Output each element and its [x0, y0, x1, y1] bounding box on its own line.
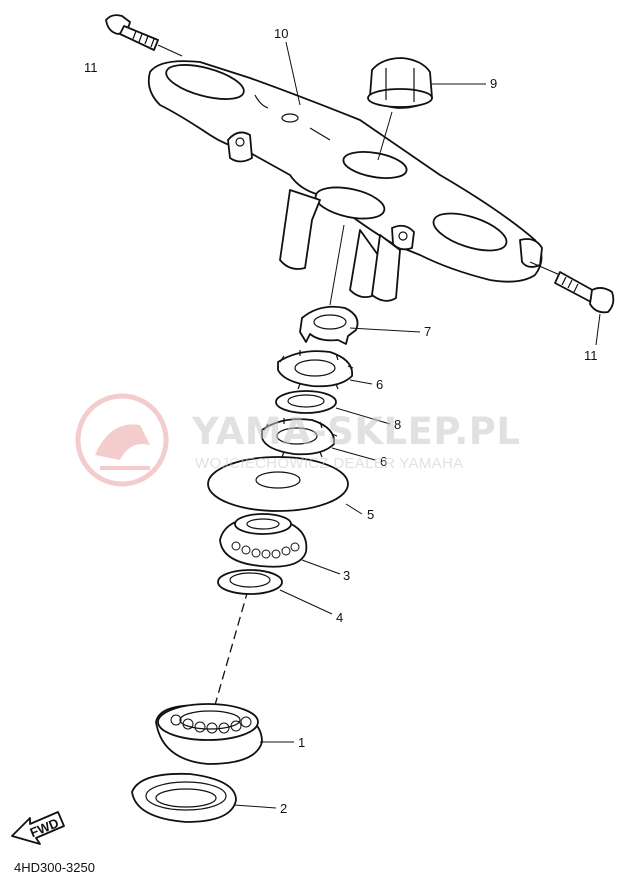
- upper-triple-clamp: [147, 41, 543, 302]
- callout-6-lower: 6: [380, 454, 387, 469]
- callout-2: 2: [280, 801, 287, 816]
- callout-8: 8: [394, 417, 401, 432]
- lower-bearing: [155, 703, 294, 765]
- ring-nut-upper: [277, 350, 373, 390]
- lower-race: [131, 772, 277, 823]
- callout-1: 1: [298, 735, 305, 750]
- yamaha-logo-icon: [75, 393, 169, 487]
- watermark-subtitle: WOJCIECHOWICZ DEALER YAMAHA: [195, 455, 464, 472]
- drawing-code: 4HD300-3250: [14, 860, 95, 875]
- cap-nut: [367, 57, 486, 161]
- callout-11-right: 11: [584, 348, 598, 363]
- rubber-washer: [275, 390, 391, 425]
- fwd-arrow-icon: FWD: [11, 811, 65, 845]
- bolt-right: [529, 261, 615, 346]
- ring-nut-lower: [261, 418, 376, 461]
- watermark-title: YAMA-SKLEP.PL: [192, 410, 521, 453]
- callout-4: 4: [336, 610, 343, 625]
- dust-seal: [217, 569, 333, 615]
- callout-10: 10: [274, 26, 288, 41]
- callout-6-upper: 6: [376, 377, 383, 392]
- bolt-upper-left: [105, 14, 183, 57]
- upper-bearing: [219, 513, 341, 575]
- lock-washer: [299, 224, 421, 345]
- steering-axis-line: [214, 589, 249, 706]
- bearing-cover: [207, 456, 363, 515]
- callout-9: 9: [490, 76, 497, 91]
- callout-11-upper: 11: [84, 60, 98, 75]
- callout-3: 3: [343, 568, 350, 583]
- fwd-label: FWD: [28, 815, 61, 840]
- callout-7: 7: [424, 324, 431, 339]
- callout-5: 5: [367, 507, 374, 522]
